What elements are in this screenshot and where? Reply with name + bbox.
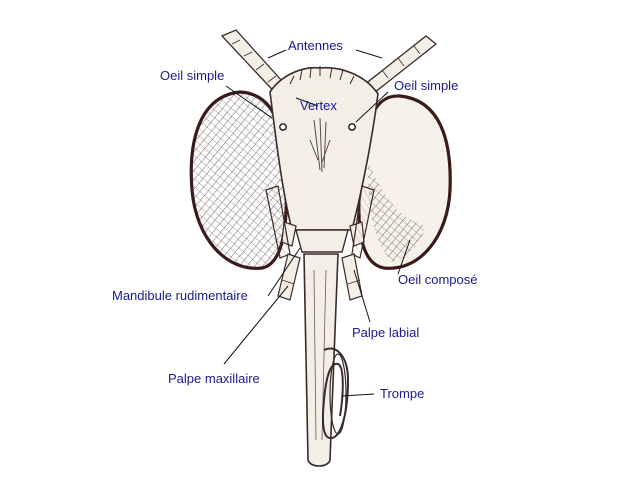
compound-eye-left (189, 90, 288, 270)
labial-palps (277, 253, 363, 301)
label-trompe: Trompe (380, 386, 425, 401)
compound-eye-right (357, 94, 452, 270)
label-vertex: Vertex (300, 98, 337, 113)
label-oeil-simple-right: Oeil simple (394, 78, 459, 93)
label-palpe-maxillaire: Palpe maxillaire (168, 371, 260, 386)
proboscis (303, 253, 350, 467)
leader-lines (223, 49, 411, 397)
maxillary-galea (265, 185, 375, 259)
head-capsule (269, 66, 379, 253)
label-oeil-compose: Oeil composé (398, 272, 478, 287)
label-palpe-labial: Palpe labial (352, 325, 420, 340)
label-mandibule-rudimentaire: Mandibule rudimentaire (112, 288, 248, 303)
label-antennes: Antennes (288, 38, 343, 53)
label-oeil-simple-left: Oeil simple (160, 68, 225, 83)
